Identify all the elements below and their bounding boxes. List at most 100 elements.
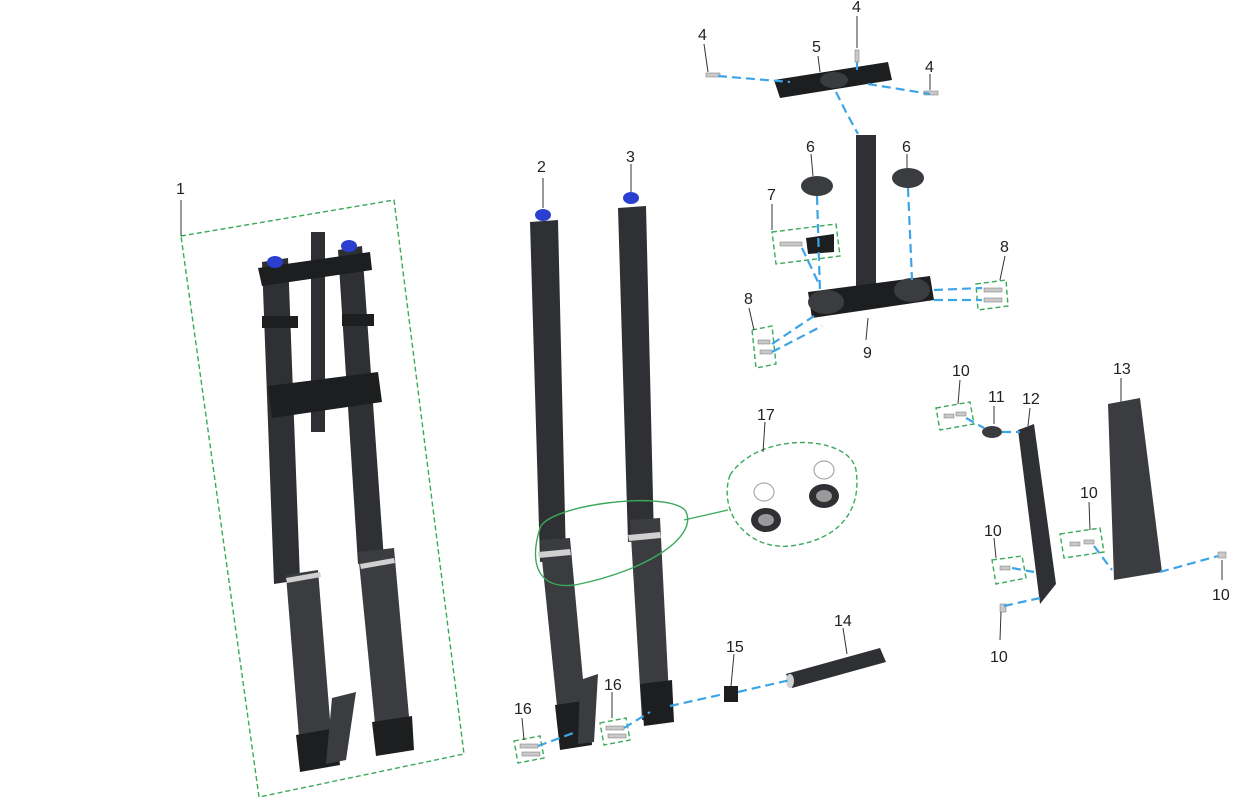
part-7-outline: [771, 223, 841, 265]
assembly-left-dust-seal: [286, 572, 321, 583]
seal-kit-outline: [726, 441, 858, 547]
pinch-bolt-16b: [521, 751, 541, 757]
callout-8a: 8: [1000, 239, 1009, 256]
callout-13: 13: [1113, 361, 1131, 378]
leg2-cap-icon: [535, 209, 551, 221]
seal-kit-oil-seal-left-bore: [758, 514, 774, 526]
top-clamp-stem-bore: [820, 72, 848, 88]
part-3-right-fork-leg: [618, 192, 674, 726]
assembly-left-guard-clip: [262, 316, 298, 328]
bolt-10d: [1069, 541, 1081, 547]
guide-16b: [623, 711, 651, 729]
leader-lines: [180, 16, 1223, 741]
leg3-outer-tube: [618, 206, 654, 542]
callout-4c: 4: [925, 59, 934, 76]
guide-guard: [965, 417, 1219, 608]
assembly-top-clamp: [258, 252, 372, 286]
guide-top-clamp: [717, 62, 931, 135]
assembly-right-dust-seal: [360, 558, 395, 569]
part-7-guard-clamp: [806, 234, 834, 254]
callout-10d: 10: [990, 649, 1008, 666]
bolt-group-16-left-outline: [513, 735, 545, 764]
steering-stem: [856, 135, 876, 295]
part-1-fork-assembly: [258, 232, 414, 772]
callout-15: 15: [726, 639, 744, 656]
assembly-bottom-clamp: [268, 372, 382, 418]
assembly-right-cap-icon: [341, 240, 357, 252]
callout-8b: 8: [744, 291, 753, 308]
guide-axle: [669, 678, 791, 708]
axle-end: [786, 674, 794, 688]
bolt-10a: [943, 413, 955, 419]
bolt-8c: [983, 287, 1003, 293]
assembly-right-axle-lug: [372, 716, 414, 756]
callout-10e: 10: [1212, 587, 1230, 604]
part-14-front-axle: [786, 648, 886, 688]
bolt-10g: [1217, 551, 1227, 559]
callout-labels: 1 2 3 4 4 4 5 6 6 7 8 8 9 10 10 10 10 10…: [176, 0, 1230, 718]
bolt-8a: [757, 339, 771, 345]
guide-16a: [537, 730, 577, 748]
leg3-axle-lug: [640, 680, 674, 726]
guide-lower-clamp: [771, 187, 983, 353]
bolt-group-16-right-outline: [599, 717, 631, 746]
bolt-group-8-right-outline: [975, 279, 1009, 311]
callout-16a: 16: [514, 701, 532, 718]
callout-1: 1: [176, 181, 185, 198]
lower-clamp-left-bore: [808, 290, 844, 314]
part-13-fork-guard: [1108, 398, 1162, 580]
fork-assembly-outline: [180, 199, 465, 798]
seal-kit-o-ring-right: [813, 460, 835, 480]
bolt-group-10-mid-outline: [991, 555, 1027, 585]
callout-4b: 4: [852, 0, 861, 16]
bolt-4-left: [705, 72, 721, 78]
part-7-bolt: [779, 241, 803, 247]
pinch-bolt-16a: [519, 743, 539, 749]
part-6-left-spacer: [801, 176, 833, 196]
bolt-group-8-left-outline: [751, 325, 777, 369]
callout-5: 5: [812, 39, 821, 56]
bolt-group-10-top-outline: [935, 401, 975, 431]
callout-6b: 6: [902, 139, 911, 156]
bolt-4-center: [854, 49, 860, 63]
callout-10c: 10: [984, 523, 1002, 540]
assembly-left-upper-tube: [262, 258, 300, 584]
part-15-axle-spacer: [724, 686, 738, 702]
assembly-right-lower-leg: [358, 548, 410, 734]
lower-clamp-right-bore: [894, 278, 930, 302]
bolt-10b: [955, 411, 967, 417]
callout-4a: 4: [698, 27, 707, 44]
callout-10b: 10: [1080, 485, 1098, 502]
seal-kit-o-ring-left: [753, 482, 775, 502]
seal-location-highlight: [534, 500, 689, 587]
callout-16b: 16: [604, 677, 622, 694]
callout-2: 2: [537, 159, 546, 176]
assembly-right-guard-clip: [342, 314, 374, 326]
part-12-guard-bracket: [1018, 424, 1056, 604]
leg3-cap-icon: [623, 192, 639, 204]
leg2-caliper-mount: [578, 674, 598, 744]
part-2-left-fork-leg: [530, 209, 598, 750]
callout-9: 9: [863, 345, 872, 362]
bolt-10c: [999, 565, 1011, 571]
callout-14: 14: [834, 613, 852, 630]
pinch-bolt-16c: [605, 725, 625, 731]
bolt-8d: [983, 297, 1003, 303]
callout-7: 7: [767, 187, 776, 204]
assembly-left-cap-icon: [267, 256, 283, 268]
bolt-group-10-guard-outline: [1059, 527, 1105, 559]
callout-6a: 6: [806, 139, 815, 156]
leg2-seal-ring: [538, 549, 571, 558]
part-6-right-spacer: [892, 168, 924, 188]
bolt-10e: [1083, 539, 1095, 545]
part-17-seal-kit: [751, 460, 839, 532]
leg3-inner-tube: [630, 518, 670, 720]
leg3-seal-ring: [628, 532, 661, 541]
callout-12: 12: [1022, 391, 1040, 408]
seal-kit-oil-seal-right-bore: [816, 490, 832, 502]
leg2-inner-tube: [540, 538, 586, 716]
leg2-outer-tube: [530, 220, 566, 562]
part-11-washer: [982, 426, 1002, 438]
